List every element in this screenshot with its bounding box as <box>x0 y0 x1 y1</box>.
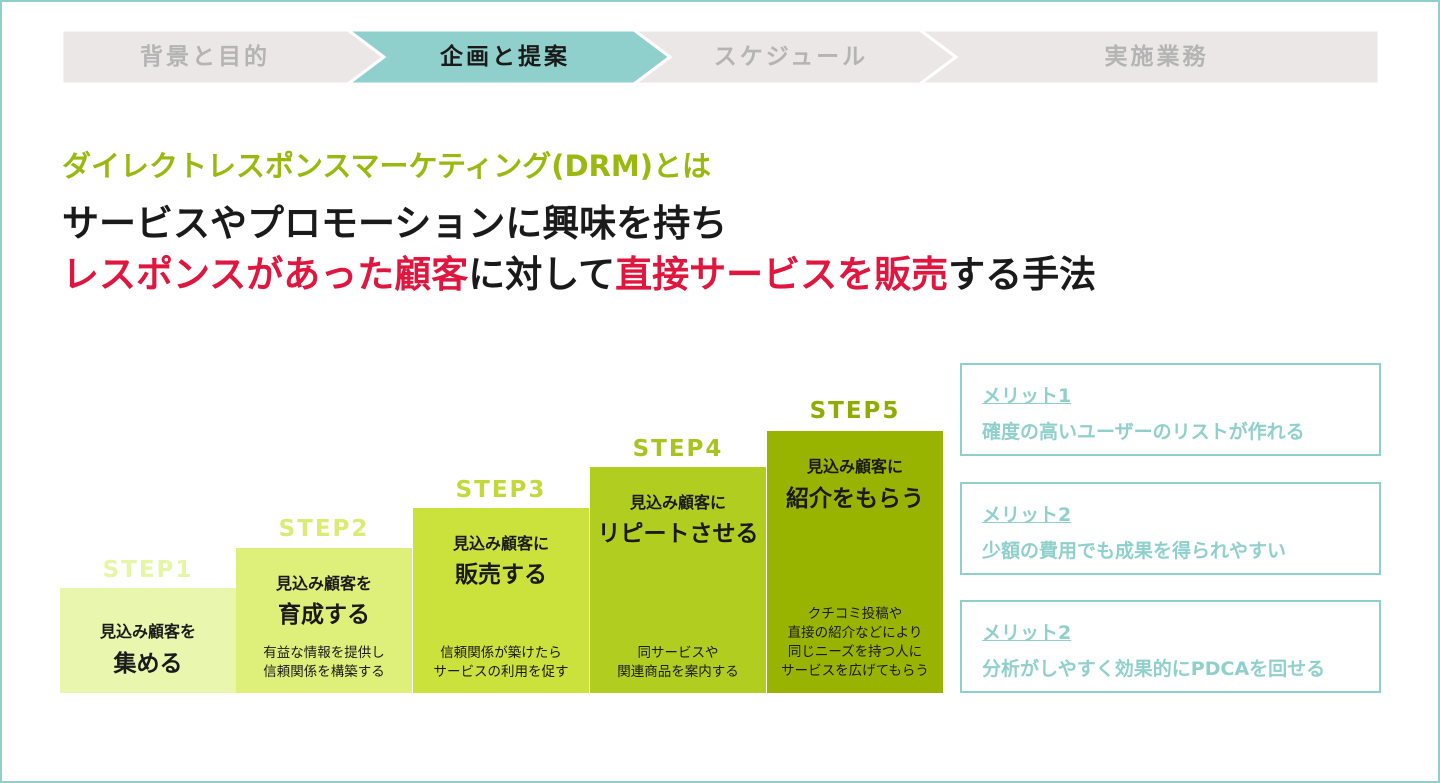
nav-label-schedule: スケジュール <box>713 44 869 70</box>
definition-line-2: レスポンスがあった顧客に対して直接サービスを販売する手法 <box>62 244 1096 298</box>
merit-3-title[interactable]: メリット2 <box>982 622 1072 644</box>
progress-nav-arrows <box>62 30 1379 84</box>
merit-2-text: 少額の費用でも成果を得られやすい <box>982 540 1287 562</box>
highlight-responded-customers: レスポンスがあった顧客 <box>62 253 469 296</box>
step4-desc-line2: 関連商品を案内する <box>617 664 739 680</box>
merit-3-text: 分析がしやすく効果的にPDCAを回せる <box>982 658 1326 680</box>
step3-title-line1: 見込み顧客に <box>452 534 549 553</box>
step1-title-line1: 見込み顧客を <box>99 622 196 641</box>
highlight-direct-sales: 直接サービスを販売 <box>615 253 949 296</box>
step4-title-line2: リピートさせる <box>597 521 759 547</box>
nav-segment-planning[interactable] <box>345 30 673 84</box>
merit-1-text: 確度の高いユーザーのリストが作れる <box>982 421 1305 443</box>
definition-text-to: に対して <box>468 253 616 296</box>
nav-segment-schedule[interactable] <box>631 30 959 84</box>
step2-box: 見込み顧客を 育成する 有益な情報を提供し 信頼関係を構築する <box>236 548 412 693</box>
definition-text-method: する手法 <box>948 253 1097 296</box>
nav-label-planning: 企画と提案 <box>440 44 570 70</box>
merit-card-3: メリット2 分析がしやすく効果的にPDCAを回せる <box>960 600 1381 693</box>
step5-desc-line4: サービスを広げてもらう <box>781 663 929 679</box>
drm-intro-heading: ダイレクトレスポンスマーケティング(DRM)とは <box>62 149 711 183</box>
definition-line-1: サービスやプロモーションに興味を持ち <box>62 202 728 245</box>
step1-box: 見込み顧客を 集める <box>60 588 236 693</box>
step3-label: STEP3 <box>455 477 547 503</box>
step4-title-line1: 見込み顧客に <box>629 493 726 512</box>
nav-label-tasks: 実施業務 <box>1104 44 1209 70</box>
step4-box: 見込み顧客に リピートさせる 同サービスや 関連商品を案内する <box>590 467 766 693</box>
step5-label: STEP5 <box>809 398 901 424</box>
step1-label: STEP1 <box>102 557 194 583</box>
step3-desc-line2: サービスの利用を促す <box>433 664 569 680</box>
step5-desc-line1: クチコミ投稿や <box>807 606 903 622</box>
step5-desc-line2: 直接の紹介などにより <box>787 625 923 641</box>
nav-segment-tasks[interactable] <box>917 30 1379 84</box>
step5-title-line2: 紹介をもらう <box>786 486 924 512</box>
step3-box: 見込み顧客に 販売する 信頼関係が築けたら サービスの利用を促す <box>413 508 589 693</box>
step2-desc-line2: 信頼関係を構築する <box>263 664 385 680</box>
merit-2-title[interactable]: メリット2 <box>982 504 1072 526</box>
step2-title-line1: 見込み顧客を <box>275 574 372 593</box>
step4-desc-line1: 同サービスや <box>637 645 719 661</box>
merit-1-title[interactable]: メリット1 <box>982 385 1072 407</box>
step3-title-line2: 販売する <box>455 562 547 588</box>
step5-desc-line3: 同じニーズを持つ人に <box>787 644 923 660</box>
merit-card-2: メリット2 少額の費用でも成果を得られやすい <box>960 482 1381 575</box>
merit-card-1: メリット1 確度の高いユーザーのリストが作れる <box>960 363 1381 456</box>
step2-desc-line1: 有益な情報を提供し <box>263 645 385 661</box>
step4-label: STEP4 <box>632 436 724 462</box>
step2-title-line2: 育成する <box>278 602 370 628</box>
step2-label: STEP2 <box>278 516 370 542</box>
nav-label-background: 背景と目的 <box>140 44 270 70</box>
step5-title-line1: 見込み顧客に <box>806 457 903 476</box>
step5-box: 見込み顧客に 紹介をもらう クチコミ投稿や 直接の紹介などにより 同じニーズを持… <box>767 431 943 693</box>
progress-nav: 背景と目的 企画と提案 スケジュール 実施業務 <box>62 30 1379 84</box>
step1-title-line2: 集める <box>113 651 183 677</box>
step3-desc-line1: 信頼関係が築けたら <box>440 645 562 661</box>
